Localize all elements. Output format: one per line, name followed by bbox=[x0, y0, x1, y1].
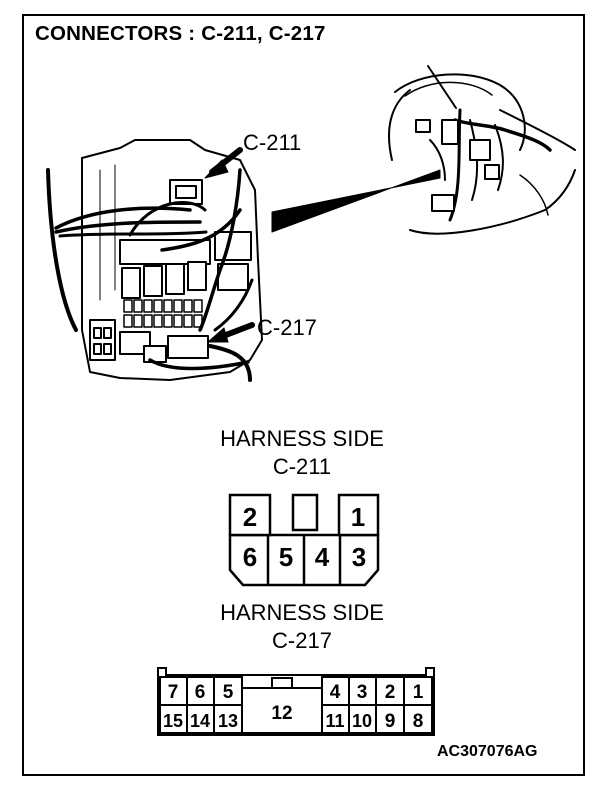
c217-pin-1: 1 bbox=[413, 682, 424, 703]
c217-pin-15: 15 bbox=[163, 711, 183, 731]
c211-connector-name: C-211 bbox=[272, 454, 332, 479]
c217-pin-10: 10 bbox=[352, 711, 372, 731]
c217-pin-6: 6 bbox=[195, 682, 206, 703]
c211-harness-side-label: HARNESS SIDE bbox=[220, 426, 384, 451]
c217-harness-side-label: HARNESS SIDE bbox=[220, 600, 384, 625]
c217-pin-14: 14 bbox=[190, 711, 210, 731]
c217-callout-label: C-217 bbox=[257, 315, 317, 340]
c211-callout-label: C-211 bbox=[243, 130, 302, 155]
c217-pin-3: 3 bbox=[357, 682, 368, 703]
c211-pin-6: 6 bbox=[243, 542, 257, 572]
c217-pin-12: 12 bbox=[271, 703, 292, 724]
c217-connector-name: C-217 bbox=[272, 628, 332, 653]
c211-pin-1: 1 bbox=[351, 502, 365, 532]
c217-pin-9: 9 bbox=[385, 711, 396, 732]
c217-pin-7: 7 bbox=[168, 682, 179, 703]
c217-pin-13: 13 bbox=[218, 711, 238, 731]
figure-title: CONNECTORS : C-211, C-217 bbox=[35, 22, 326, 45]
c211-pin-5: 5 bbox=[279, 542, 293, 572]
c211-pin-2: 2 bbox=[243, 502, 257, 532]
c217-pin-11: 11 bbox=[325, 711, 344, 731]
c217-pin-5: 5 bbox=[223, 682, 234, 703]
c211-pin-4: 4 bbox=[315, 542, 330, 572]
c211-pin-3: 3 bbox=[352, 542, 366, 572]
c217-pin-2: 2 bbox=[385, 682, 396, 703]
figure-code: AC307076AG bbox=[437, 743, 538, 760]
c217-pin-8: 8 bbox=[413, 711, 424, 732]
figure-frame bbox=[22, 14, 585, 776]
c217-pin-4: 4 bbox=[330, 682, 341, 703]
